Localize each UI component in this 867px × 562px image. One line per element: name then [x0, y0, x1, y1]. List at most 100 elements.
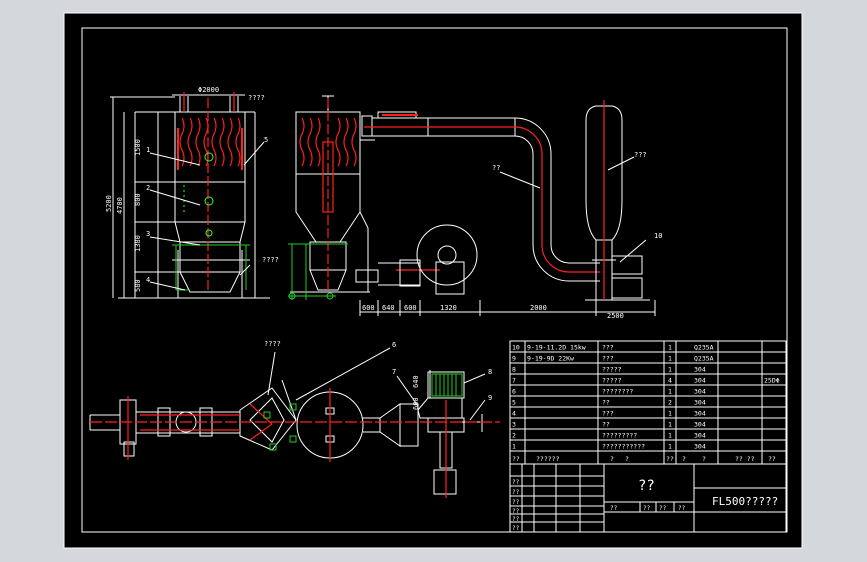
callout-1: 1 [146, 146, 150, 154]
bom-cell-name: ??????????? [602, 443, 645, 451]
bom-cell-qty: 1 [668, 388, 672, 396]
bom-cell-qty: 1 [668, 355, 672, 363]
bom-cell-name: ???????? [602, 388, 633, 396]
bom-cell-name: ??? [602, 355, 614, 363]
bom-header-no: ?? [512, 455, 520, 463]
dim-v640: 640 [412, 375, 420, 388]
bom-cell-mat: Q235A [694, 344, 714, 352]
bom-header-note: ?? ?? [735, 455, 755, 463]
plan-leaders [267, 347, 486, 421]
dim-1380: 1380 [134, 235, 142, 252]
bom-cell-name: ????????? [602, 432, 637, 440]
callout-8: 8 [488, 368, 492, 376]
dim-1320: 1320 [440, 304, 457, 312]
dim-600b: 600 [404, 304, 417, 312]
left-mark-2: ?? [512, 499, 520, 506]
sub-label-1: ?? [643, 505, 651, 512]
sub-label-2: ?? [659, 505, 667, 512]
dim-5200: 5200 [105, 195, 113, 212]
bom-cell-mat: 304 [694, 399, 706, 407]
callout-cyclone: ??? [634, 151, 647, 159]
bom-cell-mat: Q235A [694, 355, 714, 363]
drawing-name: FL500????? [712, 495, 778, 508]
bom-cell-mat: 304 [694, 377, 706, 385]
bom-header-mat2: ? [702, 455, 706, 463]
sub-label-0: ?? [610, 505, 618, 512]
left-mark-0: ?? [512, 479, 520, 486]
bom-header-desc: ?????? [536, 455, 560, 463]
bom-cell-name: ????? [602, 377, 622, 385]
sub-label-3: ?? [678, 505, 686, 512]
bom-cell-no: 6 [512, 388, 516, 396]
outer-border [63, 12, 803, 549]
callout-7: 7 [392, 368, 396, 376]
title-main: ?? [638, 478, 655, 494]
callout-6: 6 [392, 341, 396, 349]
dim-2000: 2000 [530, 304, 547, 312]
dim-2500: 2500 [607, 312, 624, 320]
callout-2: 2 [146, 184, 150, 192]
bom-cell-name: ?? [602, 399, 610, 407]
bom-cell-qty: 1 [668, 366, 672, 374]
callout-10: 10 [654, 232, 662, 240]
bom-cell-no: 4 [512, 410, 516, 418]
bom-cell-note: 25DΦ [764, 377, 780, 385]
bom-cell-desc: 9-19-9D 22Kw [527, 355, 574, 363]
bom-cell-no: 10 [512, 344, 520, 352]
callout-duct: ?? [492, 164, 500, 172]
bom-header-name2: ? [625, 455, 629, 463]
dim-800: 800 [134, 193, 142, 206]
bom-cell-no: 9 [512, 355, 516, 363]
bom-cell-name: ????? [602, 366, 622, 374]
filter-bags-right [299, 98, 357, 290]
bom-cell-qty: 1 [668, 410, 672, 418]
plan-red-lines [90, 388, 500, 498]
dim-640: 640 [382, 304, 395, 312]
leader-lines [149, 141, 647, 291]
dim-note-top: ???? [248, 94, 265, 102]
bom-cell-no: 7 [512, 377, 516, 385]
bom-cell-no: 3 [512, 421, 516, 429]
sight-glasses-left [183, 152, 214, 237]
callout-9: 9 [488, 394, 492, 402]
callout-3: 3 [146, 230, 150, 238]
dim-note-right: ???? [262, 256, 279, 264]
bom-cell-qty: 1 [668, 344, 672, 352]
left-mark-3: ?? [512, 508, 520, 515]
title-block-grid [509, 463, 787, 533]
bom-cell-qty: 1 [668, 443, 672, 451]
filter-bags-left [177, 92, 243, 292]
bom-cell-mat: 304 [694, 388, 706, 396]
dim-note-plan: ???? [264, 340, 281, 348]
bom-cell-mat: 304 [694, 421, 706, 429]
bom-header-name: ? [610, 455, 614, 463]
dim-600a: 600 [362, 304, 375, 312]
bom-cell-mat: 304 [694, 410, 706, 418]
bom-cell-name: ??? [602, 410, 614, 418]
left-mark-4: ?? [512, 516, 520, 523]
bom-table-grid [509, 340, 787, 465]
dim-diameter: Φ2000 [198, 86, 219, 94]
dryer-elevation-left [110, 94, 270, 299]
centrifugal-fan [355, 224, 478, 295]
bom-cell-mat: 304 [694, 366, 706, 374]
bom-cell-mat: 304 [694, 432, 706, 440]
inner-border [81, 27, 788, 533]
bom-cell-no: 5 [512, 399, 516, 407]
bom-cell-qty: 2 [668, 399, 672, 407]
bom-header-qty: ?? [666, 455, 674, 463]
dim-1500: 1500 [134, 139, 142, 156]
left-mark-5: ?? [512, 525, 520, 532]
bom-header-note2: ?? [768, 455, 776, 463]
bom-cell-qty: 4 [668, 377, 672, 385]
bom-header-mat: ? [682, 455, 686, 463]
bom-cell-mat: 304 [694, 443, 706, 451]
bom-cell-desc: 9-19-11.2D 15kw [527, 344, 586, 352]
callout-5: 5 [264, 136, 268, 144]
dimension-baseline [359, 300, 656, 316]
plan-hatch-green [263, 373, 463, 451]
drawing-paper [64, 13, 802, 548]
left-mark-1: ?? [512, 489, 520, 496]
